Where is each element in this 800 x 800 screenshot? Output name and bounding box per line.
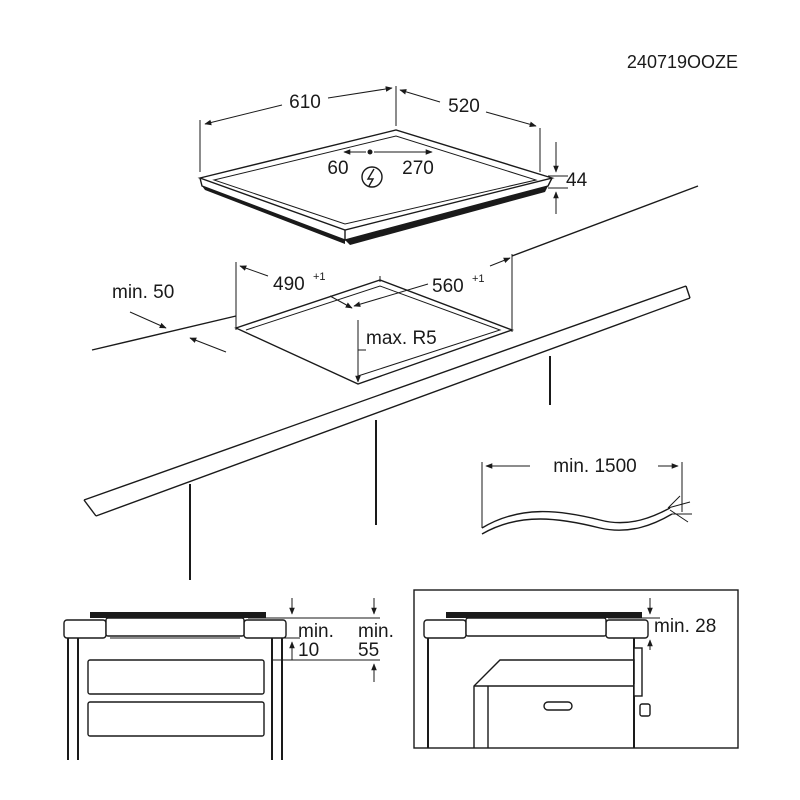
oven-knob	[639, 703, 651, 717]
dim-610-line-right	[327, 86, 393, 99]
oven-worktop-right	[605, 619, 649, 639]
cable-wire-lower	[481, 513, 673, 535]
dim-560-line-right	[489, 257, 511, 267]
dim-560-label: 560	[432, 276, 464, 297]
worktop-drawing: 490 +1 560 +1 max. R5 min. 50	[83, 185, 699, 580]
hob-drawing: 610 520 44 60 270	[197, 86, 588, 245]
worktop-back-edge-left	[91, 315, 237, 351]
oven-hob-body	[465, 617, 607, 637]
drawer-bottom	[87, 701, 265, 737]
oven-worktop-left	[423, 619, 467, 639]
section-drawers: min. 10 min. 55	[63, 598, 394, 760]
cable-drawing: min. 1500	[481, 456, 692, 535]
dim-44-label: 44	[566, 170, 588, 191]
oven-side-trim	[633, 647, 643, 697]
oven-gap-label: min. 28	[654, 616, 716, 637]
dim-560-line-left	[353, 283, 429, 307]
cable-length-label: min. 1500	[553, 456, 636, 477]
dim-520-label: 520	[448, 96, 480, 117]
dim-50-arrow-in	[129, 311, 167, 329]
cable-wire	[481, 507, 671, 529]
dim-610-line-left	[204, 104, 283, 126]
oven-handle	[543, 701, 573, 711]
section-oven-frame	[413, 589, 739, 749]
dim-610-label: 610	[289, 92, 321, 113]
cable-end-strands	[667, 495, 692, 523]
dim-270-label: 270	[402, 158, 434, 179]
worktop-right-end	[685, 285, 691, 299]
dim-560-tolerance: +1	[472, 273, 485, 285]
gap-a-label-value: 10	[298, 640, 319, 661]
gap-b-label-value: 55	[358, 640, 379, 661]
gap-a-label-min: min.	[298, 621, 334, 642]
dim-490-label: 490	[273, 274, 305, 295]
hob-glass-section	[90, 612, 266, 618]
connection-point	[367, 149, 373, 155]
hob-base-shadow	[345, 186, 548, 245]
worktop-front-edge-bottom	[95, 297, 691, 517]
worktop-right-section	[243, 619, 287, 639]
worktop-left-end	[83, 499, 97, 517]
dim-490-line-right	[329, 295, 353, 309]
dim-50-arrow-out	[189, 337, 227, 353]
worktop-front-edge-top	[83, 285, 687, 501]
section-oven: min. 28	[413, 589, 739, 749]
hob-body-section	[105, 617, 245, 637]
cutout-inner-edge	[245, 285, 502, 377]
gap-b-label-min: min.	[358, 621, 394, 642]
dim-520-line-right	[485, 111, 537, 127]
radius-label: max. R5	[366, 328, 437, 349]
drawer-top	[87, 659, 265, 695]
hob-inner-edge	[212, 135, 538, 225]
dim-60-label: 60	[327, 158, 348, 179]
oven-body	[473, 659, 635, 748]
worktop-left-section	[63, 619, 107, 639]
worktop-back-edge-right	[511, 185, 699, 257]
dim-490-line-left	[239, 265, 269, 277]
edge-distance-label: min. 50	[112, 282, 174, 303]
dim-520-line-left	[399, 89, 441, 103]
hob-base-shadow-left	[202, 186, 345, 244]
oven-hob-glass	[446, 612, 642, 618]
document-code: 240719OOZE	[627, 52, 738, 72]
electric-connection-icon	[361, 166, 383, 188]
dim-490-tolerance: +1	[313, 271, 326, 283]
